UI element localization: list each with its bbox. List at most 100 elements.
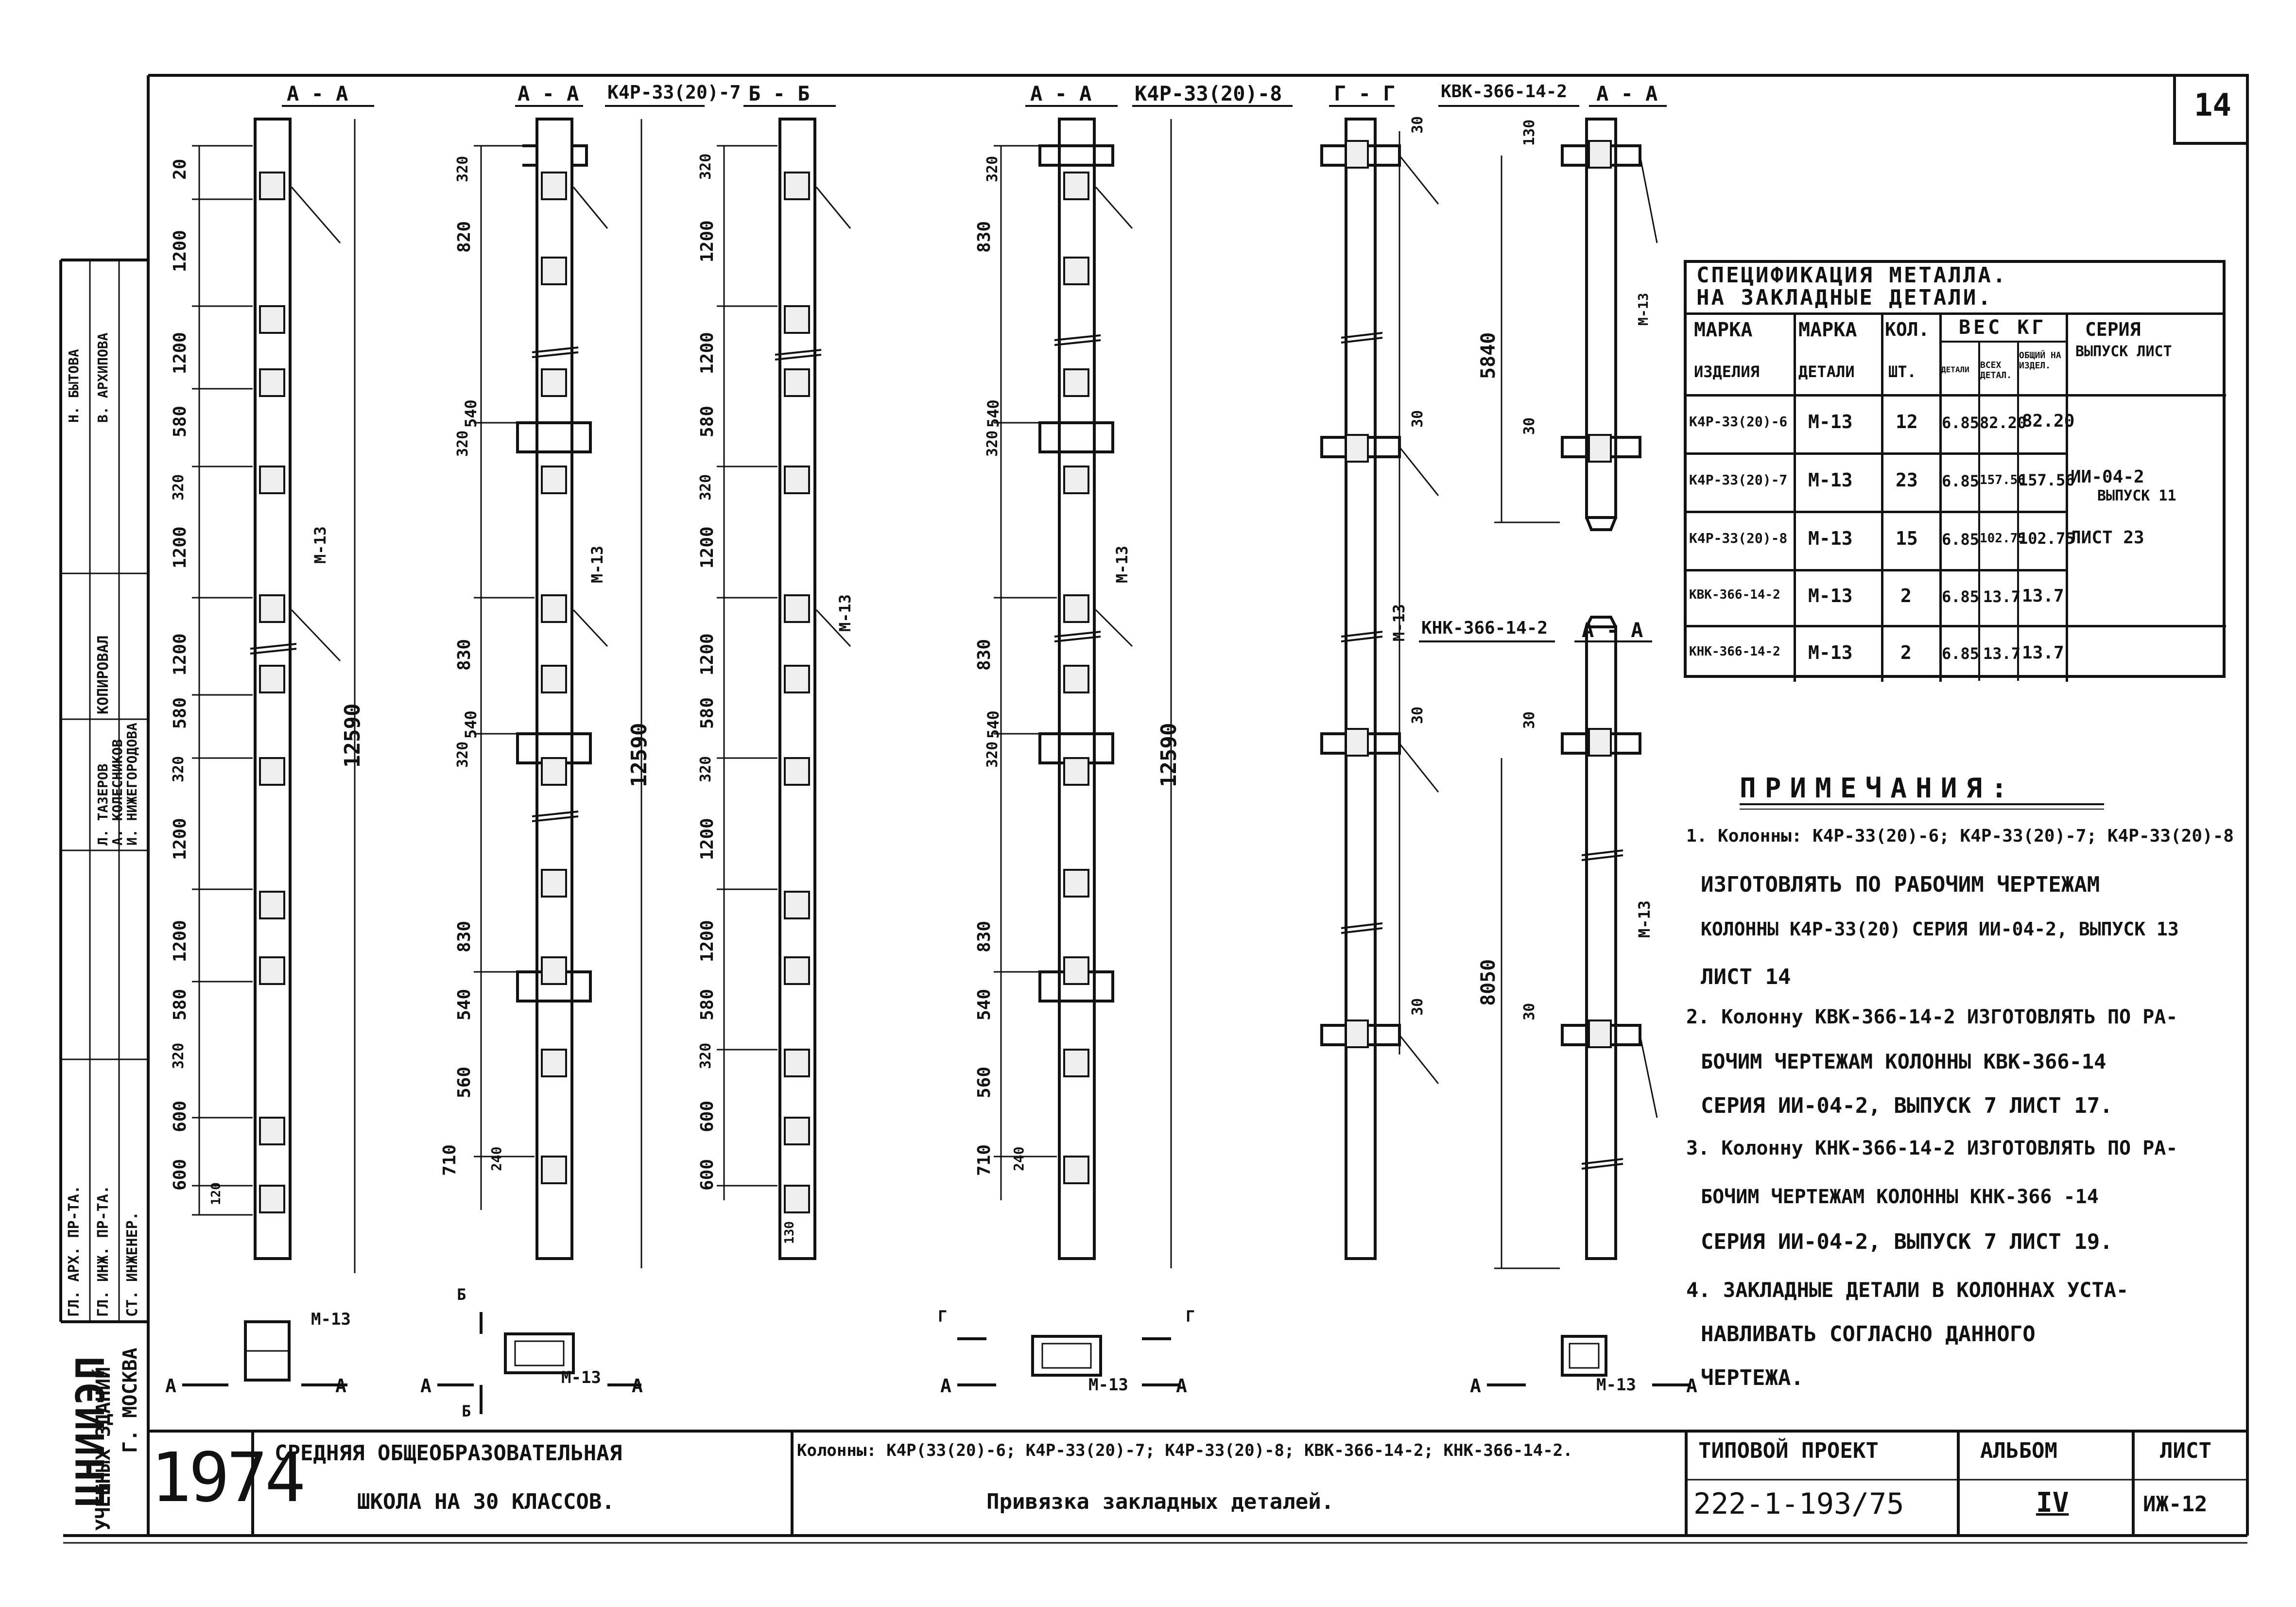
spec-h-weight-c: ОБЩИЙ НА ИЗДЕЛ. (2019, 350, 2061, 371)
dim-label: 320 (697, 756, 714, 782)
dim-label: 1200 (170, 633, 190, 675)
spec-title-1: СПЕЦИФИКАЦИЯ МЕТАЛЛА. (1696, 263, 2008, 288)
dim-label: 30 (1409, 116, 1426, 134)
mark-label: M-13 (311, 526, 329, 564)
spec-row-w1: 6.85 (1942, 588, 1980, 606)
spec-row-w2: 13.7 (1983, 644, 2021, 663)
dim-label: 600 (170, 1100, 190, 1132)
dim-label: 1200 (697, 633, 717, 675)
spec-row-qty: 2 (1900, 585, 1912, 606)
plan-cut-a: A (420, 1375, 432, 1397)
dim-label: 710 (974, 1144, 994, 1176)
dim-label: 1200 (170, 818, 190, 860)
dim-label: 580 (170, 988, 190, 1020)
dim-label: 540 (974, 988, 994, 1020)
dim-total: 5840 (1477, 332, 1500, 379)
dim-label: 30 (1521, 1002, 1538, 1020)
spec-row-w3: 13.7 (2022, 643, 2064, 663)
spec-row-w1: 6.85 (1942, 530, 1980, 549)
note-line: 4. ЗАКЛАДНЫЕ ДЕТАЛИ В КОЛОННАХ УСТА- (1686, 1278, 2129, 1302)
spec-row-w3: 13.7 (2022, 586, 2064, 606)
dim-label: 1200 (170, 332, 190, 374)
plan-cut-a: A (1470, 1375, 1481, 1397)
dim-label: 580 (170, 405, 190, 437)
plan-cut-a: A (335, 1375, 346, 1397)
dim-label: 320 (697, 153, 714, 180)
section-label: Б - Б (748, 82, 810, 105)
dim-label: 320 (170, 756, 187, 782)
plan-cut-a: A (940, 1375, 951, 1397)
plan-cut-b: Б (462, 1402, 471, 1420)
section-label: К4Р-33(20)-8 (1135, 82, 1282, 105)
spec-row-w1: 6.85 (1942, 472, 1980, 490)
spec-h-qty: КОЛ. (1885, 319, 1930, 340)
dim-label: 30 (1409, 998, 1426, 1016)
spec-row-detail: M-13 (1808, 642, 1853, 663)
dim-label: 320 (984, 156, 1001, 182)
note-line: ЛИСТ 14 (1701, 965, 1791, 989)
dim-label: 540 (462, 399, 480, 428)
dim-label: 540 (984, 710, 1002, 739)
dim-label: 560 (974, 1066, 994, 1098)
dim-label: 830 (454, 920, 474, 952)
dim-total: 12590 (340, 703, 365, 768)
stamp-org-sub: УЧЕБНЫХ ЗДАНИЙ (92, 1366, 115, 1531)
section-label: A - A (1596, 82, 1658, 105)
spec-row-w1: 6.85 (1942, 644, 1980, 663)
dim-label: 240 (1011, 1146, 1027, 1171)
dim-label: 30 (1521, 417, 1538, 435)
stamp-name: В. АРХИПОВА (95, 332, 111, 423)
tb-school-2: ШКОЛА НА 30 КЛАССОВ. (357, 1489, 615, 1514)
mark-label: M-13 (1390, 604, 1408, 641)
plan-cut-a: A (1176, 1375, 1187, 1397)
dim-label: 830 (454, 639, 474, 671)
tb-tp-number: 222-1-193/75 (1693, 1487, 1904, 1521)
stamp-org-city: Г. МОСКВА (119, 1348, 141, 1453)
dim-label: 1200 (697, 526, 717, 569)
note-line: ЧЕРТЕЖА. (1701, 1365, 1804, 1390)
spec-row-w2: 102.75 (1980, 531, 2025, 546)
stamp-name: А. КОЛЕСНИКОВ (109, 739, 125, 846)
dim-label: 320 (697, 1042, 714, 1069)
tb-tp-label: ТИПОВОЙ ПРОЕКТ (1698, 1438, 1879, 1463)
dim-label: 320 (697, 474, 714, 501)
notes-title: ПРИМЕЧАНИЯ: (1740, 773, 2016, 804)
stamp-name: Н. БЫТОВА (66, 349, 82, 423)
dim-label: 600 (697, 1158, 717, 1191)
note-line: НАВЛИВАТЬ СОГЛАСНО ДАННОГО (1701, 1322, 2036, 1347)
spec-row-item: К4Р-33(20)-7 (1689, 472, 1788, 488)
dim-label: 130 (782, 1221, 797, 1244)
dim-label: 830 (974, 920, 994, 952)
spec-series: ИИ-04-2 (2071, 467, 2144, 487)
plan-mark: M-13 (1596, 1375, 1636, 1395)
section-label: A - A (518, 82, 579, 105)
dim-label: 830 (974, 221, 994, 253)
plan-mark: M-13 (1088, 1375, 1128, 1395)
section-label: A - A (1030, 82, 1092, 105)
dim-label: 240 (488, 1146, 504, 1171)
spec-row-w2: 13.7 (1983, 588, 2021, 606)
dim-label: 580 (697, 988, 717, 1020)
mark-label: M-13 (588, 545, 606, 583)
plan-mark: M-13 (311, 1310, 351, 1329)
spec-row-qty: 2 (1900, 642, 1912, 663)
spec-row-detail: M-13 (1808, 528, 1853, 549)
spec-row-detail: M-13 (1808, 585, 1853, 606)
plan-cut-a: A (165, 1375, 176, 1397)
dim-label: 540 (984, 399, 1002, 428)
dim-total: 8050 (1477, 959, 1500, 1006)
section-label: A - A (287, 82, 348, 105)
note-line: КОЛОННЫ К4Р-33(20) СЕРИЯ ИИ-04-2, ВЫПУСК… (1701, 918, 2179, 940)
spec-h-weight-b: ВСЕХ ДЕТАЛ. (1980, 360, 2012, 380)
tb-album-number: IV (2036, 1487, 2069, 1519)
spec-h-qty-2: ШТ. (1888, 363, 1916, 381)
spec-row-detail: M-13 (1808, 411, 1853, 432)
dim-label: 580 (170, 697, 190, 729)
dim-label: 710 (440, 1144, 460, 1176)
note-line: 3. Колонну КНК-366-14-2 ИЗГОТОВЛЯТЬ ПО Р… (1686, 1137, 2178, 1159)
tb-album-label: АЛЬБОМ (1980, 1438, 2057, 1463)
spec-row-qty: 12 (1896, 411, 1918, 432)
sheet-number: 14 (2194, 87, 2232, 123)
dim-label: 320 (170, 474, 187, 501)
dim-label: 1200 (697, 818, 717, 860)
